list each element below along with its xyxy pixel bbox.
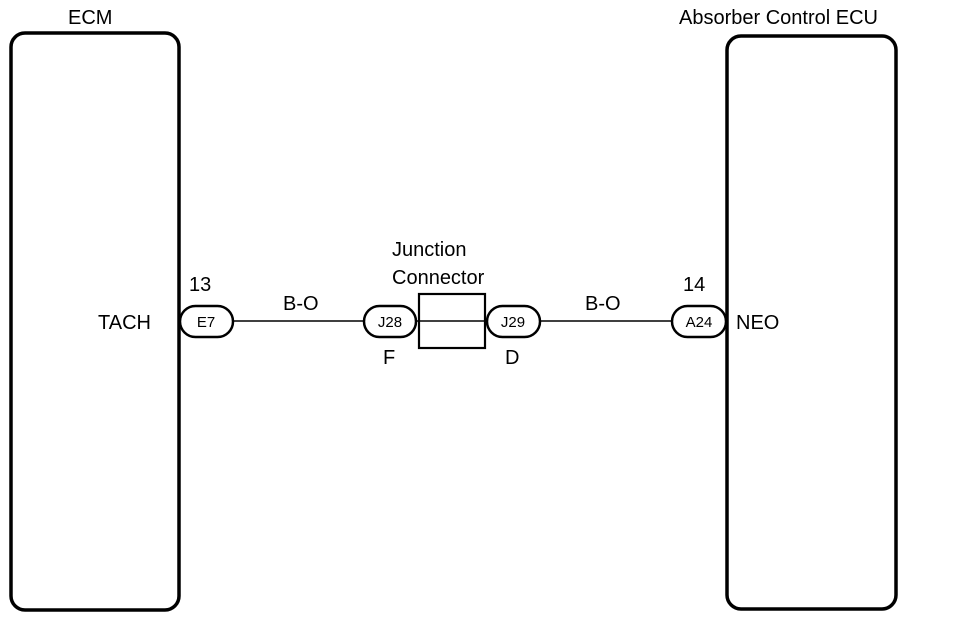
ecu-pin-number: 14 [683,274,705,296]
ecu-pin-name: NEO [736,312,779,334]
junction-title-line2: Connector [392,267,485,289]
connector-e7: E7 [178,304,235,339]
connector-a24: A24 [670,304,728,339]
connector-a24-label: A24 [686,314,713,331]
junction-title-line1: Junction [392,239,467,261]
ecm-pin-number: 13 [189,274,211,296]
ecm-pin-name: TACH [98,312,151,334]
connector-j29-label: J29 [501,314,525,331]
ecm-title: ECM [68,7,112,29]
connector-j28-label: J28 [378,314,402,331]
connector-j28-outline [362,304,418,339]
ecm-box [9,31,181,612]
connector-e7-label: E7 [197,314,215,331]
connector-j28: J28 [362,304,418,339]
junction-left-pin: F [383,347,395,369]
wire-right-color: B-O [585,293,621,315]
connector-j29-outline [485,304,542,339]
junction-connector: Junction Connector F D [383,239,519,369]
connector-j29: J29 [485,304,542,339]
ecu-title: Absorber Control ECU [679,7,878,29]
connector-e7-outline [178,304,235,339]
absorber-ecu-component: Absorber Control ECU NEO 14 [679,7,898,611]
connector-a24-outline [670,304,728,339]
wire-left-color: B-O [283,293,319,315]
ecm-component: ECM TACH 13 [9,7,211,612]
junction-right-pin: D [505,347,519,369]
wires: B-O B-O [232,293,672,322]
